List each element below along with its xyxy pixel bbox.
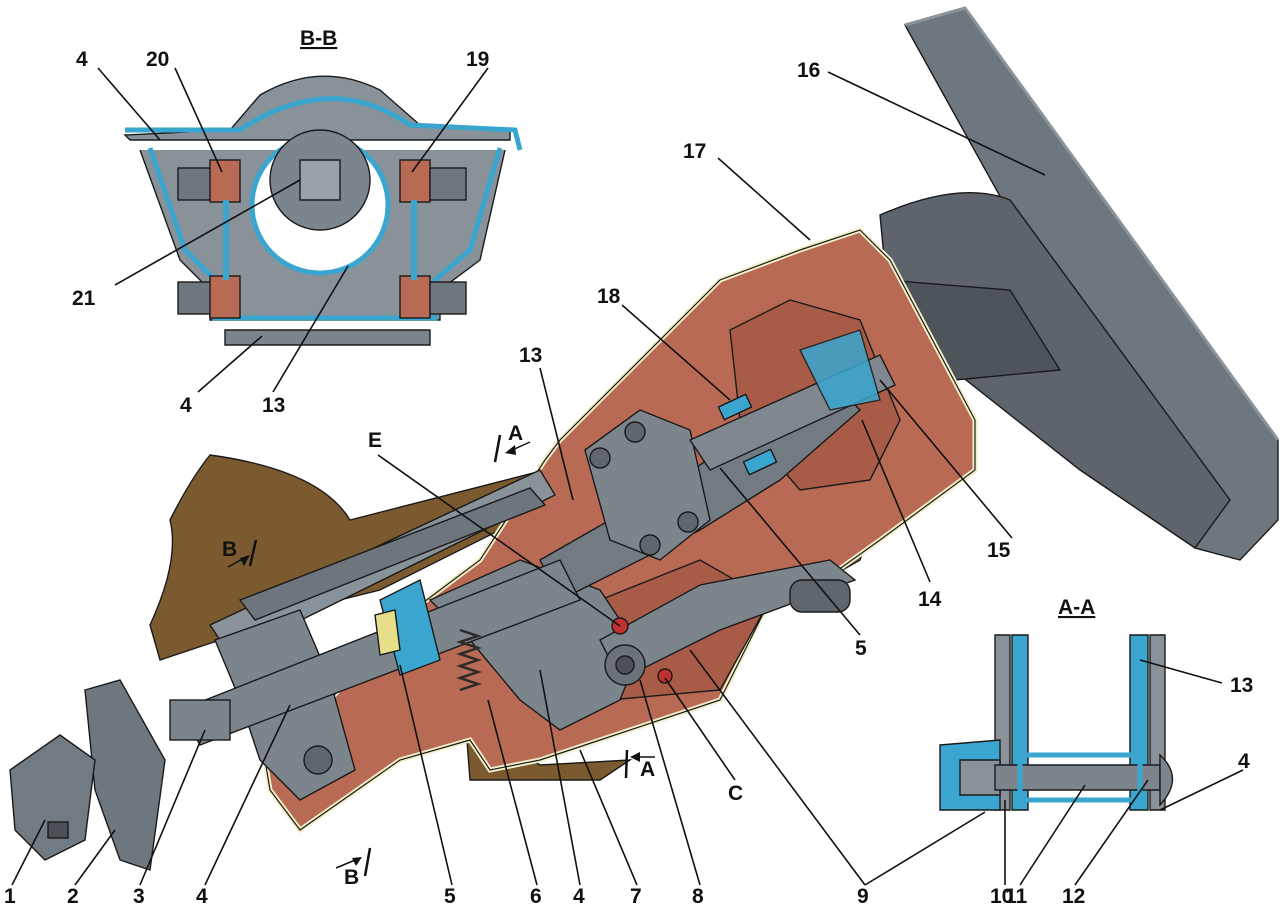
section-title-b-b: B-B	[300, 27, 337, 50]
section-title-a-a: A-A	[1058, 596, 1095, 619]
callout-3: 3	[133, 885, 145, 908]
callout-5-right: 5	[855, 637, 867, 660]
callout-4-bb-top: 4	[76, 48, 88, 71]
section-mark-a-top: A	[508, 422, 523, 445]
callout-11: 11	[1005, 885, 1028, 908]
callout-10: 10	[990, 885, 1013, 908]
section-cut-a-top	[493, 434, 531, 463]
callout-5-bottom: 5	[444, 885, 456, 908]
section-cut-b-left	[227, 539, 258, 568]
leader-lines	[11, 67, 1244, 886]
callout-4-mid: 4	[573, 885, 585, 908]
callout-6: 6	[530, 885, 542, 908]
section-mark-b-left: B	[222, 538, 237, 561]
column-clamp	[584, 409, 711, 561]
section-cut-a-bottom	[624, 749, 655, 779]
callout-12: 12	[1062, 885, 1085, 908]
steering-wheel	[879, 6, 1280, 561]
callout-13-main: 13	[519, 344, 542, 367]
callout-8: 8	[692, 885, 704, 908]
section-b-b-inset	[123, 75, 523, 346]
callout-16: 16	[797, 59, 820, 82]
callout-17: 17	[683, 140, 706, 163]
spring	[456, 628, 482, 692]
universal-joint	[9, 679, 231, 871]
callout-c: C	[728, 782, 743, 805]
callout-7: 7	[630, 885, 642, 908]
section-a-a-inset	[939, 634, 1174, 811]
callout-18: 18	[597, 285, 621, 308]
section-cut-b-bottom	[335, 847, 372, 877]
section-mark-b-bottom: B	[344, 866, 359, 889]
callout-14: 14	[918, 588, 942, 611]
callout-e: E	[368, 429, 382, 452]
adjust-lever	[599, 559, 857, 686]
section-mark-a-bottom: A	[640, 758, 655, 781]
callout-4-bb-bottom: 4	[180, 394, 192, 417]
callout-4-bottom: 4	[196, 885, 208, 908]
callout-13-aa: 13	[1230, 674, 1253, 697]
callout-19: 19	[466, 48, 489, 71]
callout-15: 15	[987, 539, 1011, 562]
callout-13-bb: 13	[262, 394, 285, 417]
callout-20: 20	[146, 48, 169, 71]
steering-shaft	[178, 329, 896, 746]
callout-21: 21	[72, 287, 96, 310]
callout-1: 1	[4, 885, 16, 908]
callout-9-bottom: 9	[857, 885, 869, 908]
callout-2: 2	[67, 885, 79, 908]
callout-4-aa: 4	[1238, 750, 1250, 773]
